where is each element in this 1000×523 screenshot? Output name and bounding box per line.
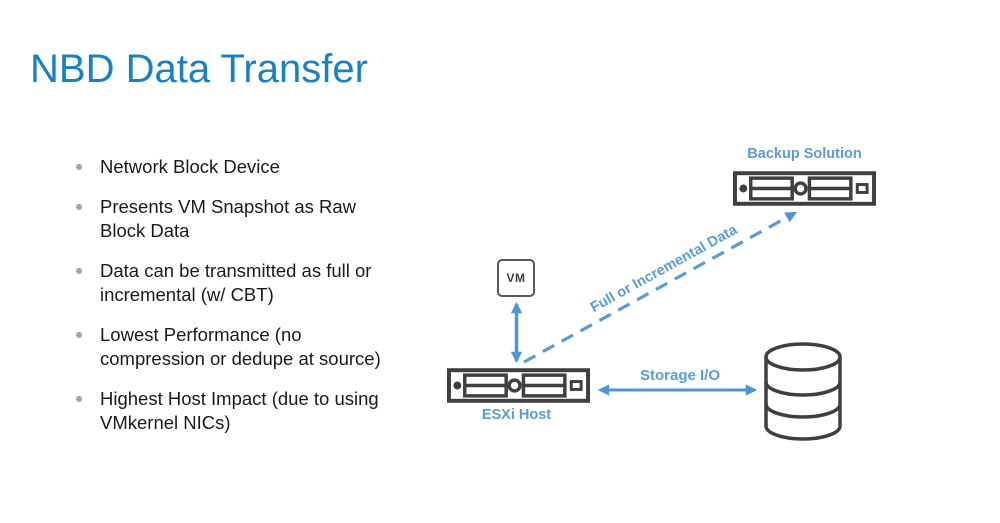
bullet-item-network-block-device: Network Block Device <box>73 155 413 179</box>
esxi-server-icon <box>447 368 590 403</box>
database-cylinder-icon <box>764 342 842 441</box>
page-title: NBD Data Transfer <box>30 46 368 91</box>
bullet-item-presents-vm-snapshot: Presents VM Snapshot as Raw Block Data <box>73 195 413 243</box>
full-or-incremental-dashed-arrow <box>523 211 797 364</box>
full-or-incremental-data-label: Full or Incremental Data <box>587 221 741 317</box>
bullet-item-lowest-performance: Lowest Performance (no compression or de… <box>73 323 413 371</box>
vm-box: VM <box>497 259 535 297</box>
storage-io-label: Storage I/O <box>639 367 721 384</box>
vm-label: VM <box>506 271 526 285</box>
backup-solution-label: Backup Solution <box>747 146 862 162</box>
bullet-item-highest-host-impact: Highest Host Impact (due to using VMkern… <box>73 387 413 435</box>
backup-server-icon <box>733 171 876 206</box>
bullet-item-data-transmitted: Data can be transmitted as full or incre… <box>73 259 413 307</box>
bullet-list: Network Block Device Presents VM Snapsho… <box>73 155 413 451</box>
esxi-host-label: ESXi Host <box>481 407 552 423</box>
